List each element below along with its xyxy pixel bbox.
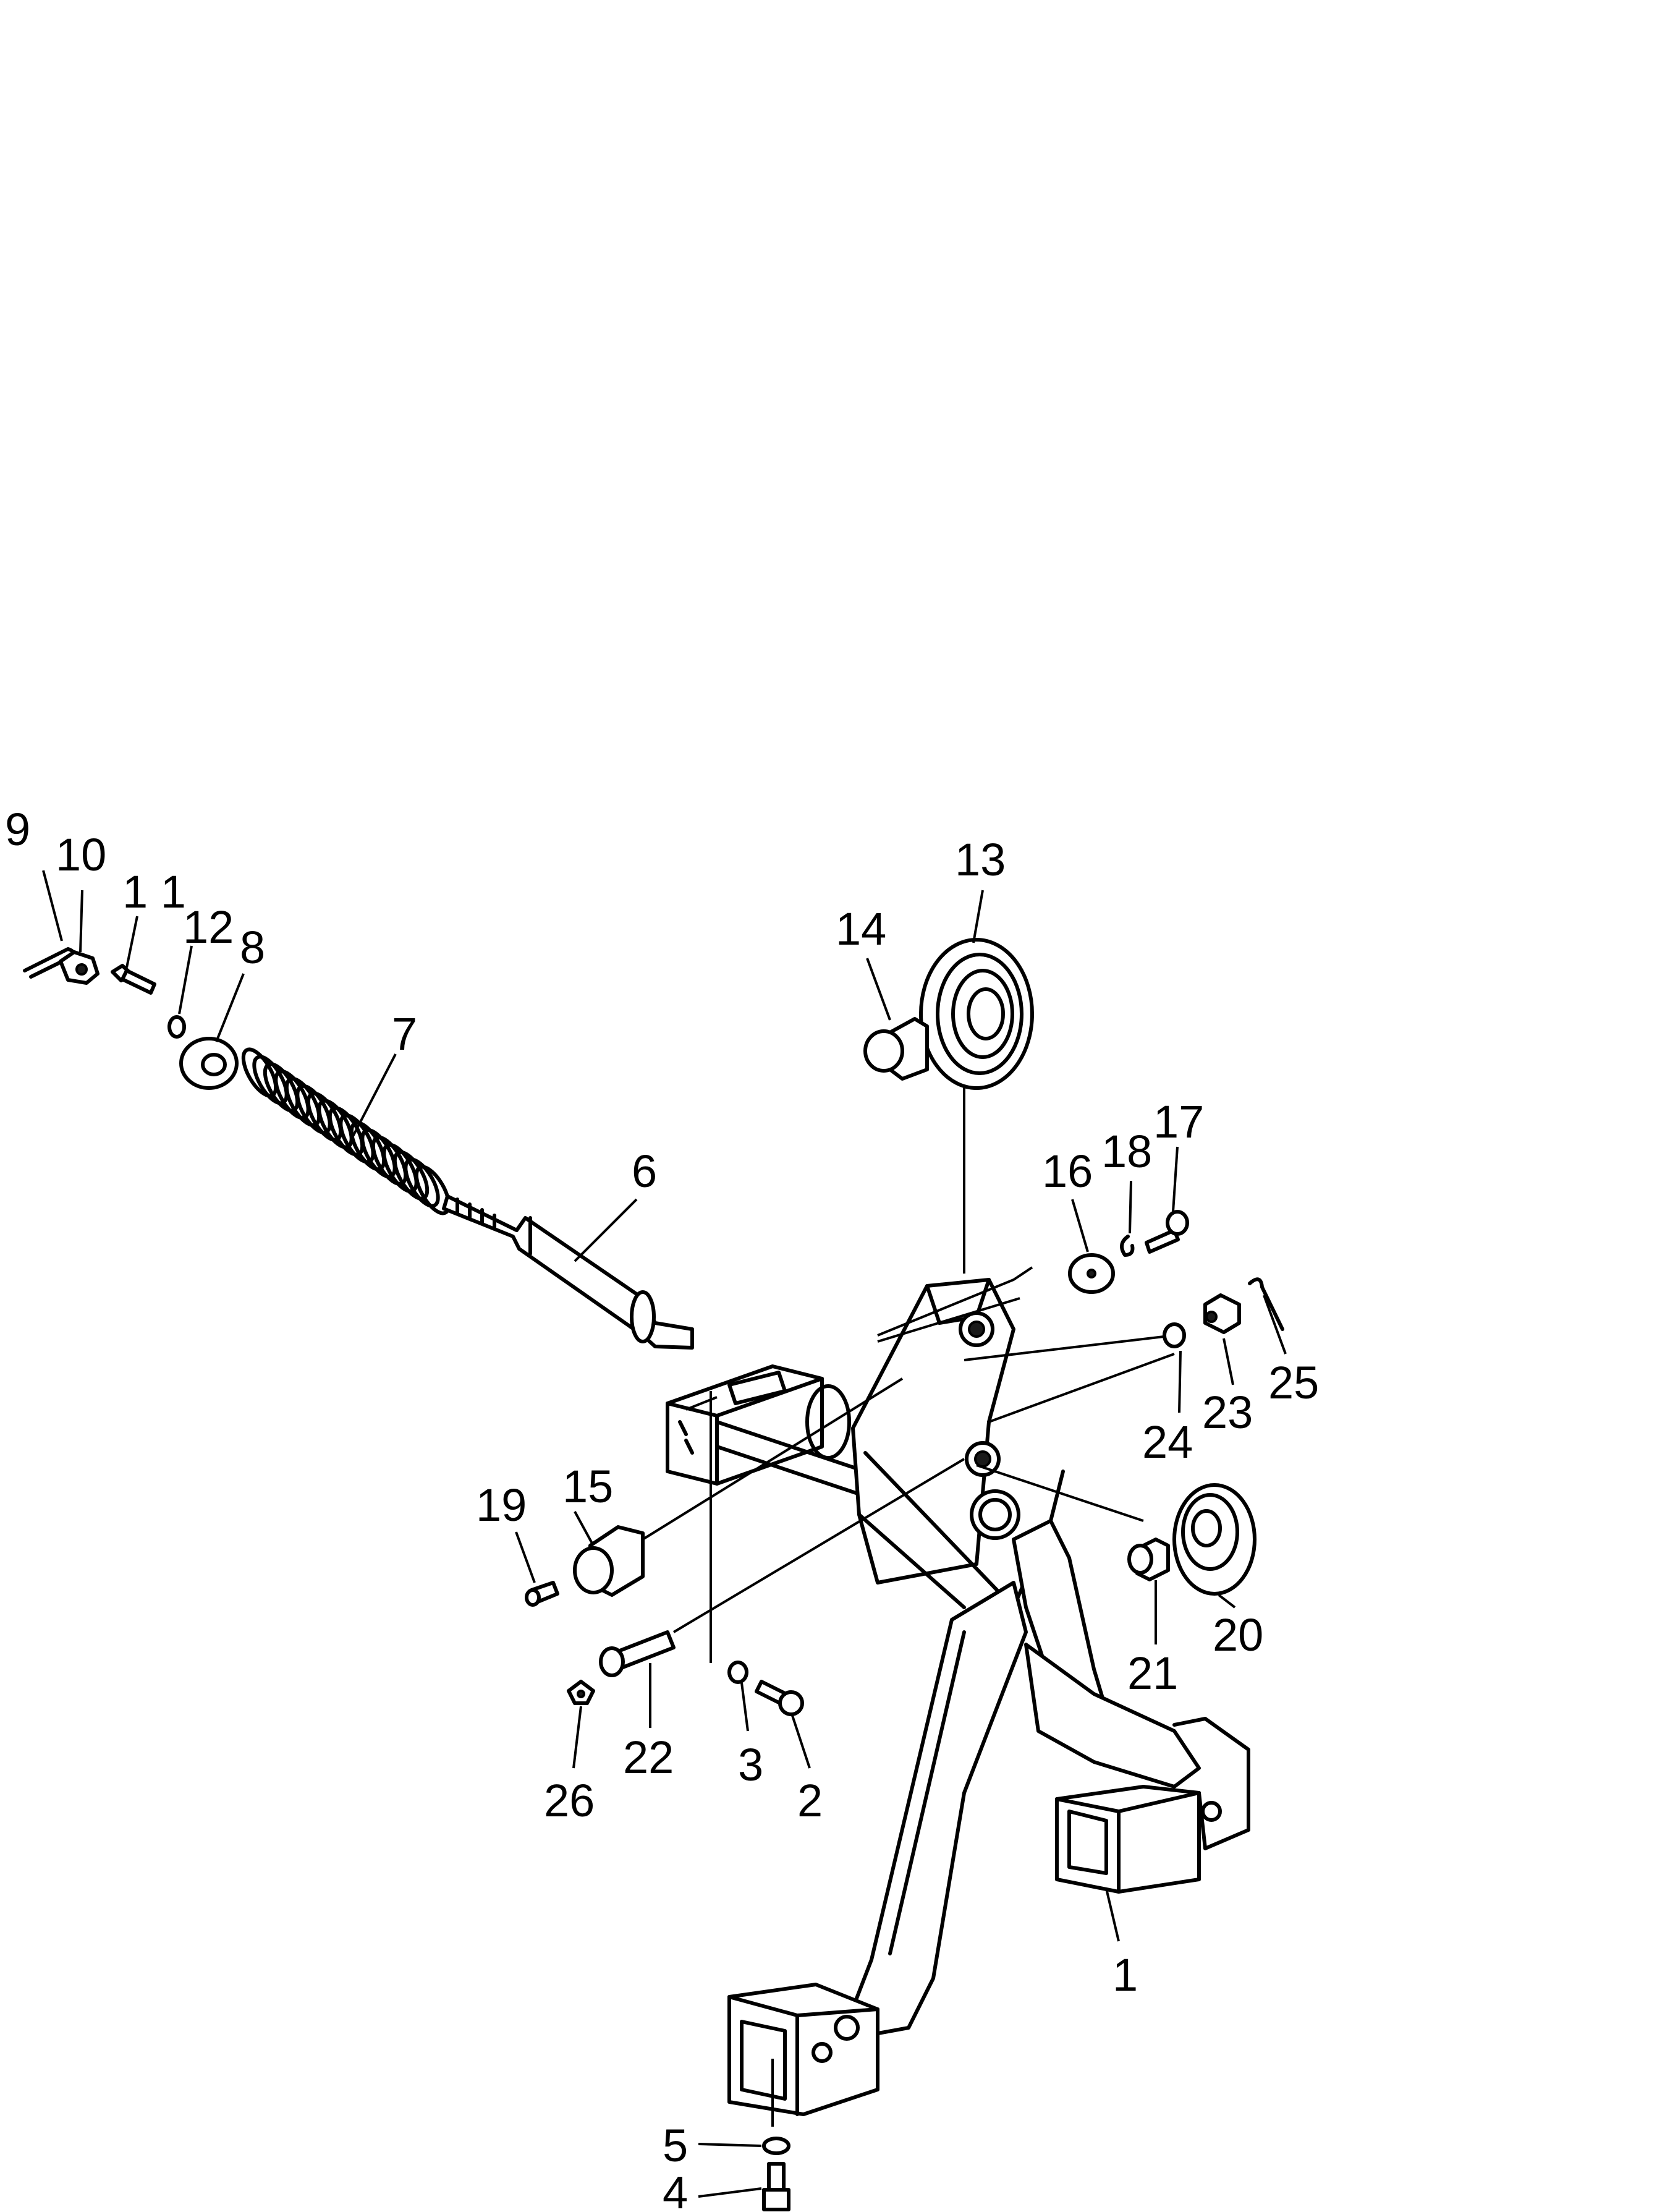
callout-7: 7 [392, 1008, 417, 1060]
callout-25: 25 [1268, 1357, 1319, 1408]
callout-14: 14 [836, 903, 886, 955]
nut-part-23 [1203, 1293, 1241, 1334]
spring-coil [371, 1136, 408, 1186]
spring-coil [382, 1142, 418, 1193]
spring-coil [349, 1121, 386, 1172]
roller-part-15 [573, 1525, 645, 1597]
callout-9: 9 [5, 804, 30, 855]
spring-coil [404, 1157, 440, 1208]
bushing-part-21 [1127, 1538, 1170, 1581]
rod-part-6 [442, 1194, 694, 1350]
spring-seat-part-8 [179, 1037, 239, 1090]
washer-part-24 [1163, 1322, 1186, 1348]
pulley-part-13 [919, 938, 1034, 1090]
callout-13: 13 [955, 834, 1006, 885]
callout-8: 8 [240, 922, 265, 973]
spring-coil [241, 1047, 278, 1098]
callout-10: 10 [56, 829, 106, 880]
spring-coil [328, 1106, 365, 1157]
washer-part-12 [167, 1015, 186, 1039]
washer-part-5 [762, 2137, 790, 2155]
pulley-part-20 [1172, 1483, 1257, 1596]
callout-19: 19 [476, 1479, 527, 1531]
callout-16: 16 [1042, 1146, 1093, 1197]
spring-coil [392, 1150, 430, 1201]
grease-fitting-part-26 [567, 1680, 595, 1705]
callouts: 9 10 1 1 12 8 7 6 13 14 16 18 17 24 23 2… [5, 804, 1319, 2212]
callout-6: 6 [632, 1146, 657, 1197]
spring-coil [414, 1165, 451, 1215]
callout-5: 5 [663, 2120, 688, 2171]
callout-2: 2 [797, 1775, 823, 1826]
callout-1: 1 [1112, 1949, 1138, 2001]
plate-part-16 [1068, 1253, 1115, 1294]
spring-coil [295, 1084, 332, 1134]
callout-20: 20 [1213, 1609, 1263, 1661]
pin-part-25 [1248, 1277, 1284, 1331]
callout-24: 24 [1142, 1416, 1193, 1468]
spring-coil [306, 1091, 343, 1142]
callout-26: 26 [544, 1775, 595, 1826]
washer-part-3 [727, 1661, 748, 1684]
bushing-part-14 [863, 1017, 929, 1081]
callout-23: 23 [1202, 1387, 1253, 1438]
spring-part-7 [241, 1047, 451, 1215]
callout-12: 12 [183, 901, 234, 953]
pin-part-22 [599, 1630, 676, 1677]
assembly-lines [642, 1063, 1175, 2127]
callout-11: 1 1 [122, 866, 186, 917]
spring-coil [339, 1113, 375, 1164]
callout-leaders [42, 870, 1287, 2198]
grease-fitting-part-19 [525, 1581, 559, 1607]
spring-coil [360, 1128, 397, 1179]
bolt-part-2 [755, 1680, 804, 1716]
callout-15: 15 [562, 1461, 613, 1512]
callout-21: 21 [1127, 1648, 1178, 1699]
bolt-part-11 [111, 964, 156, 995]
spring-coil [317, 1099, 354, 1149]
callout-17: 17 [1153, 1096, 1204, 1147]
bolt-part-17 [1145, 1210, 1189, 1254]
spring-coil [263, 1062, 300, 1113]
callout-22: 22 [623, 1732, 674, 1783]
spring-coil [274, 1070, 310, 1120]
nut-part-10 [59, 950, 100, 985]
callout-18: 18 [1101, 1126, 1152, 1177]
snap-ring-part-18 [1120, 1235, 1135, 1257]
bolt-part-4 [762, 2162, 790, 2211]
spring-coil [252, 1055, 289, 1105]
callout-3: 3 [738, 1739, 763, 1790]
spring-coil [284, 1077, 321, 1127]
parts [23, 938, 1284, 2211]
callout-4: 4 [663, 2167, 688, 2212]
frame-bracket-part-1 [666, 1278, 1250, 2116]
